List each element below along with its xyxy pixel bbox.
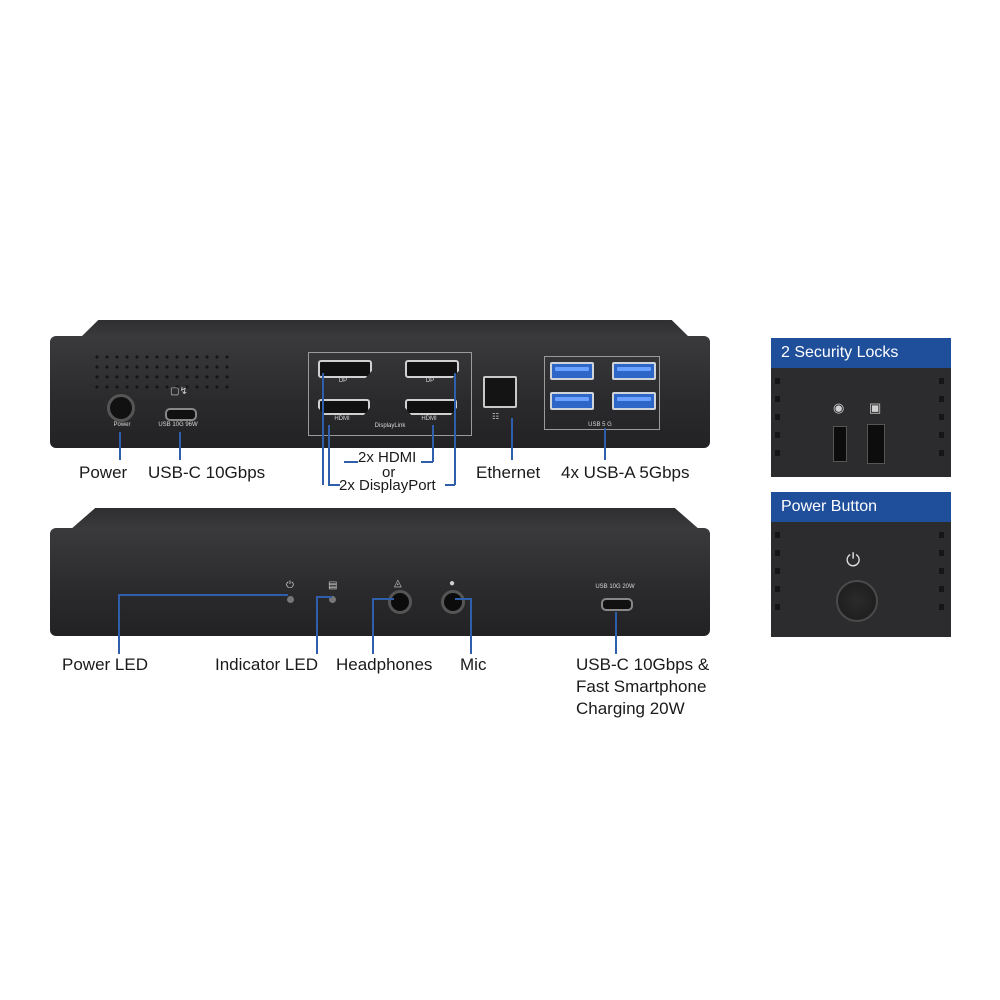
callout-usbc: USB-C 10Gbps <box>148 463 266 482</box>
callout-usba: 4x USB-A 5Gbps <box>561 463 690 482</box>
callout-line-usbc-front <box>615 612 617 654</box>
callout-hline-headphones <box>372 598 394 600</box>
callout-line-video-right1 <box>432 425 434 462</box>
hdmi1-label: HDMI <box>334 416 350 422</box>
callout-line-usbc <box>179 432 181 460</box>
callout-line-power-led <box>118 594 120 654</box>
dock-front-body <box>50 528 710 636</box>
ethernet-port <box>483 376 517 408</box>
callout-video-line3: 2x DisplayPort <box>339 477 436 494</box>
security-slot-1 <box>833 426 847 462</box>
usb5g-label: USB 5 G <box>588 422 612 428</box>
callout-line-usba <box>604 428 606 460</box>
panel-vent-right <box>939 378 944 468</box>
mic-icon: ● <box>449 578 456 589</box>
usba-port-4 <box>612 392 656 410</box>
callout-line-video-right2 <box>454 373 456 485</box>
security-locks-panel: 2 Security Locks ◉ ▣ <box>771 338 951 477</box>
callout-hline-hdmi-r <box>421 461 433 463</box>
usba-port-3 <box>550 392 594 410</box>
usba-port-1 <box>550 362 594 380</box>
dp1-label: DP <box>338 378 348 384</box>
hdmi-port-2 <box>405 399 457 415</box>
panel-vent-left <box>775 378 780 468</box>
hdmi-port-1 <box>318 399 370 415</box>
headphones-icon: ◬ <box>394 578 402 589</box>
usbc-port-back <box>165 408 197 421</box>
power-port-label: Power <box>113 422 131 428</box>
dock-back-view: Power ▢↯ USB 10G 96W DP DP HDMI HDMI Dis… <box>50 320 710 450</box>
power-icon: ⏻ <box>286 580 294 591</box>
laptop-icon: ▢↯ <box>170 386 188 397</box>
usba-port-2 <box>612 362 656 380</box>
hdmi2-label: HDMI <box>421 416 437 422</box>
callout-hline-indicator <box>316 596 332 598</box>
callout-usbc-front-line1: USB-C 10Gbps & <box>576 655 710 674</box>
callout-line-video-left1 <box>322 373 324 485</box>
callout-usbc-front-line3: Charging 20W <box>576 699 685 718</box>
security-slot-2 <box>867 424 885 464</box>
callout-line-ethernet <box>511 418 513 460</box>
callout-power: Power <box>79 463 128 482</box>
panel-vent-right <box>939 532 944 622</box>
indicator-led <box>329 596 336 603</box>
video-ports-frame <box>308 352 472 436</box>
power-button[interactable] <box>836 580 878 622</box>
mic-jack <box>441 590 465 614</box>
callout-video-line2: or <box>382 464 396 481</box>
dock-front-top <box>70 508 700 530</box>
ethernet-icon: ☷ <box>492 412 500 421</box>
power-led <box>287 596 294 603</box>
vent-grille <box>92 352 232 392</box>
laptop-icon: ▤ <box>328 580 338 591</box>
callout-hline-power-led <box>118 594 288 596</box>
headphone-jack <box>388 590 412 614</box>
callout-line-power <box>119 432 121 460</box>
displayport-2 <box>405 360 459 378</box>
power-button-panel: Power Button ⏻ <box>771 492 951 637</box>
dp2-label: DP <box>425 378 435 384</box>
callout-line-video-left2 <box>328 425 330 485</box>
power-button-title: Power Button <box>771 492 951 522</box>
callout-mic: Mic <box>460 655 487 674</box>
displaylink-label: DisplayLink <box>374 423 406 429</box>
power-jack <box>107 394 135 422</box>
callout-hline-dp <box>328 484 340 486</box>
displayport-1 <box>318 360 372 378</box>
dock-back-top <box>80 320 690 338</box>
usbc-back-port-label: USB 10G 96W <box>158 422 198 428</box>
callout-line-indicator <box>316 596 318 654</box>
callout-line-headphones <box>372 598 374 654</box>
callout-indicator-led: Indicator LED <box>215 655 318 674</box>
callout-video-line1: 2x HDMI <box>358 449 417 466</box>
usbc-port-front <box>601 598 633 611</box>
callout-headphones: Headphones <box>336 655 433 674</box>
callout-line-mic <box>470 598 472 654</box>
lock-icon: ◉ <box>833 400 845 415</box>
lock-icon: ▣ <box>869 400 882 415</box>
usba-ports-frame <box>544 356 660 430</box>
power-icon: ⏻ <box>846 550 861 570</box>
callout-hline-hdmi <box>344 461 358 463</box>
security-locks-title: 2 Security Locks <box>771 338 951 368</box>
callout-ethernet: Ethernet <box>476 463 541 482</box>
panel-vent-left <box>775 532 780 622</box>
callout-usbc-front-line2: Fast Smartphone <box>576 677 707 696</box>
usbc-front-port-label: USB 10G 20W <box>595 584 635 590</box>
dock-front-view: ⏻ ▤ ◬ ● USB 10G 20W <box>50 508 710 638</box>
callout-hline-mic <box>455 598 471 600</box>
callout-power-led: Power LED <box>62 655 148 674</box>
callout-hline-dp-r <box>445 484 455 486</box>
